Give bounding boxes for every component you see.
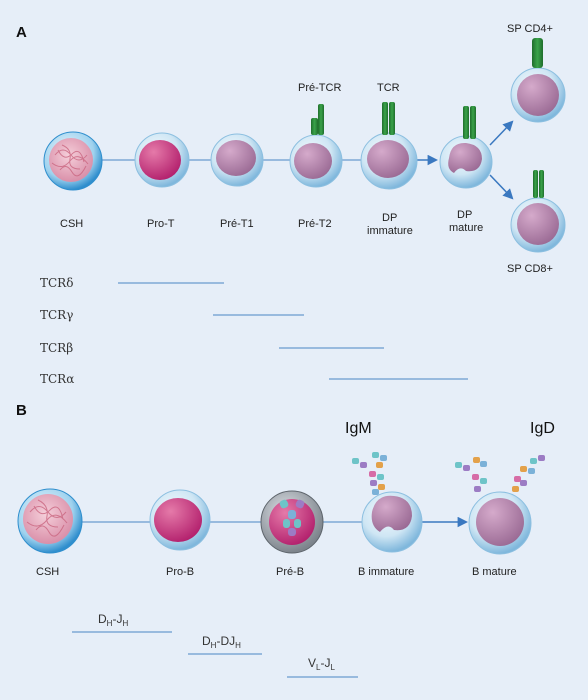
b-mature-cell xyxy=(468,491,532,555)
dp-immature-label-1: DP xyxy=(382,212,398,224)
dp-immature-cell xyxy=(360,132,418,190)
pre-t1-label: Pré-T1 xyxy=(220,218,254,230)
dp-mature-cell xyxy=(439,106,493,189)
pre-t2-cell xyxy=(289,134,343,188)
dh-djh-label: DH-DJH xyxy=(202,634,241,650)
tcr-label: TCR xyxy=(377,82,400,94)
panel-a-letter: A xyxy=(16,24,27,41)
dp-mature-label-2: mature xyxy=(449,222,484,234)
pre-bcr-molecule xyxy=(279,499,305,536)
csh-cell-a xyxy=(43,131,103,191)
pro-t-label: Pro-T xyxy=(147,218,175,230)
tcr-receptor xyxy=(382,102,395,135)
igd-molecules xyxy=(455,455,545,492)
vl-jl-label: VL-JL xyxy=(308,656,335,672)
igm-label: IgM xyxy=(345,420,372,437)
tcr-gamma-label: TCRγ xyxy=(40,308,74,322)
b-mature-label: B mature xyxy=(472,566,517,578)
dp-mature-label-1: DP xyxy=(457,209,473,221)
pro-t-cell xyxy=(134,132,190,188)
b-immature-cell xyxy=(361,491,423,553)
igd-label: IgD xyxy=(530,420,555,437)
csh-label-b: CSH xyxy=(36,566,60,578)
dh-jh-label: DH-JH xyxy=(98,612,129,628)
tcr-beta-label: TCRβ xyxy=(40,341,74,355)
tcr-delta-label: TCRδ xyxy=(40,276,74,290)
dp-immature-label-2: immature xyxy=(367,225,413,237)
sp-cd8-cell xyxy=(510,170,566,253)
pro-b-cell xyxy=(149,489,211,551)
pre-t1-cell xyxy=(210,133,264,187)
tcr-alpha-label: TCRα xyxy=(40,372,75,386)
pre-tcr-label: Pré-TCR xyxy=(298,82,342,94)
igm-molecules xyxy=(352,452,387,495)
sp-cd4-label: SP CD4+ xyxy=(507,23,553,35)
pre-b-label: Pré-B xyxy=(276,566,305,578)
sp-cd8-label: SP CD8+ xyxy=(507,263,553,275)
sp-cd4-cell xyxy=(510,38,566,123)
csh-label-a: CSH xyxy=(60,218,84,230)
pro-b-label: Pro-B xyxy=(166,566,195,578)
pre-b-cell xyxy=(260,490,324,554)
pre-t2-label: Pré-T2 xyxy=(298,218,332,230)
b-immature-label: B immature xyxy=(358,566,415,578)
pre-tcr-receptor xyxy=(311,104,324,135)
panel-b-letter: B xyxy=(16,402,27,419)
csh-cell-b xyxy=(17,488,83,554)
